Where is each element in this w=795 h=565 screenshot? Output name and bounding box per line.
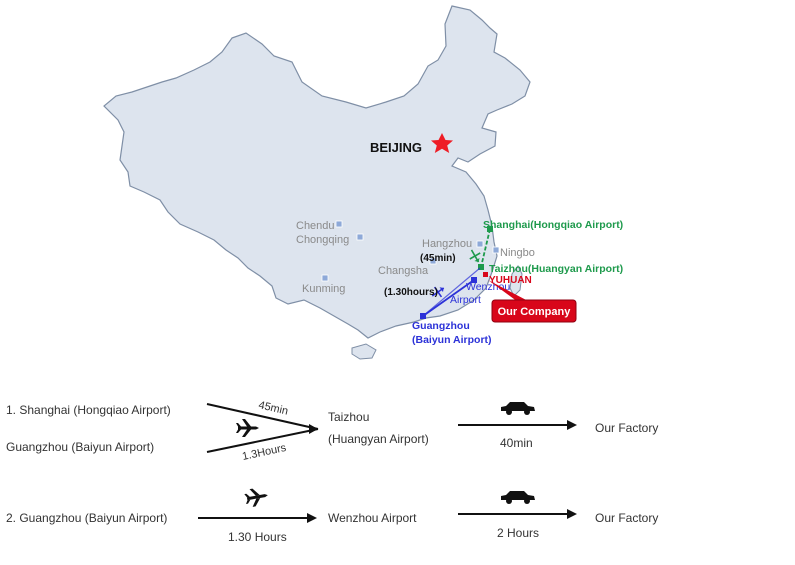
city-label-chongqing: Chongqing <box>296 234 349 246</box>
route1-time-b: 1.3Hours <box>241 442 288 463</box>
route2-flight-arrowhead <box>307 513 317 523</box>
route1-line-a <box>206 403 319 430</box>
star-icon <box>431 133 453 153</box>
taiwan-island <box>509 265 523 297</box>
route1-origin-a: 1. Shanghai (Hongqiao Airport) <box>6 403 171 417</box>
airport-label-wenzhou-1: Wenzhou <box>466 281 510 293</box>
capital-label: BEIJING <box>370 140 422 155</box>
route-line-guangzhou-wenzhou <box>422 279 475 317</box>
airplane-icon <box>469 249 481 263</box>
route1-drive-arrowhead <box>567 420 577 430</box>
yuhuan-label: YUHUAN <box>489 275 532 286</box>
route1-dest-line1: Taizhou <box>328 410 370 424</box>
airport-marker-taizhou <box>478 264 484 270</box>
route1-dest-line2: (Huangyan Airport) <box>328 432 429 446</box>
airplane-icon <box>431 286 445 298</box>
airport-marker-shanghai <box>487 226 493 232</box>
route1-time-a: 45min <box>257 399 289 417</box>
airport-label-guangzhou-2: (Baiyun Airport) <box>412 334 492 346</box>
china-land <box>103 5 531 339</box>
route2-dest: Wenzhou Airport <box>328 511 417 525</box>
route-line-shanghai-taizhou <box>480 228 491 268</box>
china-map: BEIJING Chendu Chongqing Kunming Hangzho… <box>103 5 623 360</box>
airport-label-guangzhou-1: Guangzhou <box>412 320 470 332</box>
route2-origin: 2. Guangzhou (Baiyun Airport) <box>6 511 168 525</box>
city-label-changsha: Changsha <box>378 265 429 277</box>
airport-marker-guangzhou <box>420 313 426 319</box>
car-icon <box>501 491 535 504</box>
route1-final: Our Factory <box>595 421 659 435</box>
city-marker-chendu <box>335 220 343 228</box>
city-marker-ningbo <box>492 246 500 254</box>
car-icon <box>501 402 535 415</box>
route1-drive-time: 40min <box>500 436 533 450</box>
route2-flight-time: 1.30 Hours <box>228 530 287 544</box>
duration-shanghai-taizhou: (45min) <box>420 253 456 264</box>
company-badge <box>491 299 577 323</box>
company-marker <box>483 272 488 277</box>
route2-drive-time: 2 Hours <box>497 526 540 540</box>
hainan-island <box>351 343 377 360</box>
airplane-icon <box>236 419 259 437</box>
route1-line-b <box>206 428 319 453</box>
route2-drive-arrowhead <box>567 509 577 519</box>
city-label-ningbo: Ningbo <box>500 247 535 259</box>
duration-guangzhou-wenzhou: (1.30hours) <box>384 287 438 298</box>
airport-label-taizhou: Taizhou(Huangyan Airport) <box>489 263 623 275</box>
city-label-chendu: Chendu <box>296 220 335 232</box>
airport-label-shanghai: Shanghai(Hongqiao Airport) <box>483 219 623 231</box>
city-label-kunming: Kunming <box>302 283 345 295</box>
city-markers <box>321 220 500 282</box>
route1-origin-b: Guangzhou (Baiyun Airport) <box>6 440 155 454</box>
route2-final: Our Factory <box>595 511 659 525</box>
route-line-guangzhou-taizhou <box>422 267 481 317</box>
city-marker-changsha <box>429 257 437 265</box>
company-pointer <box>488 280 530 302</box>
city-marker-hangzhou <box>476 240 484 248</box>
airplane-icon <box>244 488 268 507</box>
city-marker-kunming <box>321 274 329 282</box>
airport-marker-wenzhou <box>471 277 477 283</box>
route1-arrowhead <box>309 424 318 434</box>
company-badge-label: Our Company <box>498 306 572 318</box>
airport-label-wenzhou-2: Airport <box>450 294 481 306</box>
city-label-hangzhou: Hangzhou <box>422 238 472 250</box>
city-marker-chongqing <box>356 233 364 241</box>
